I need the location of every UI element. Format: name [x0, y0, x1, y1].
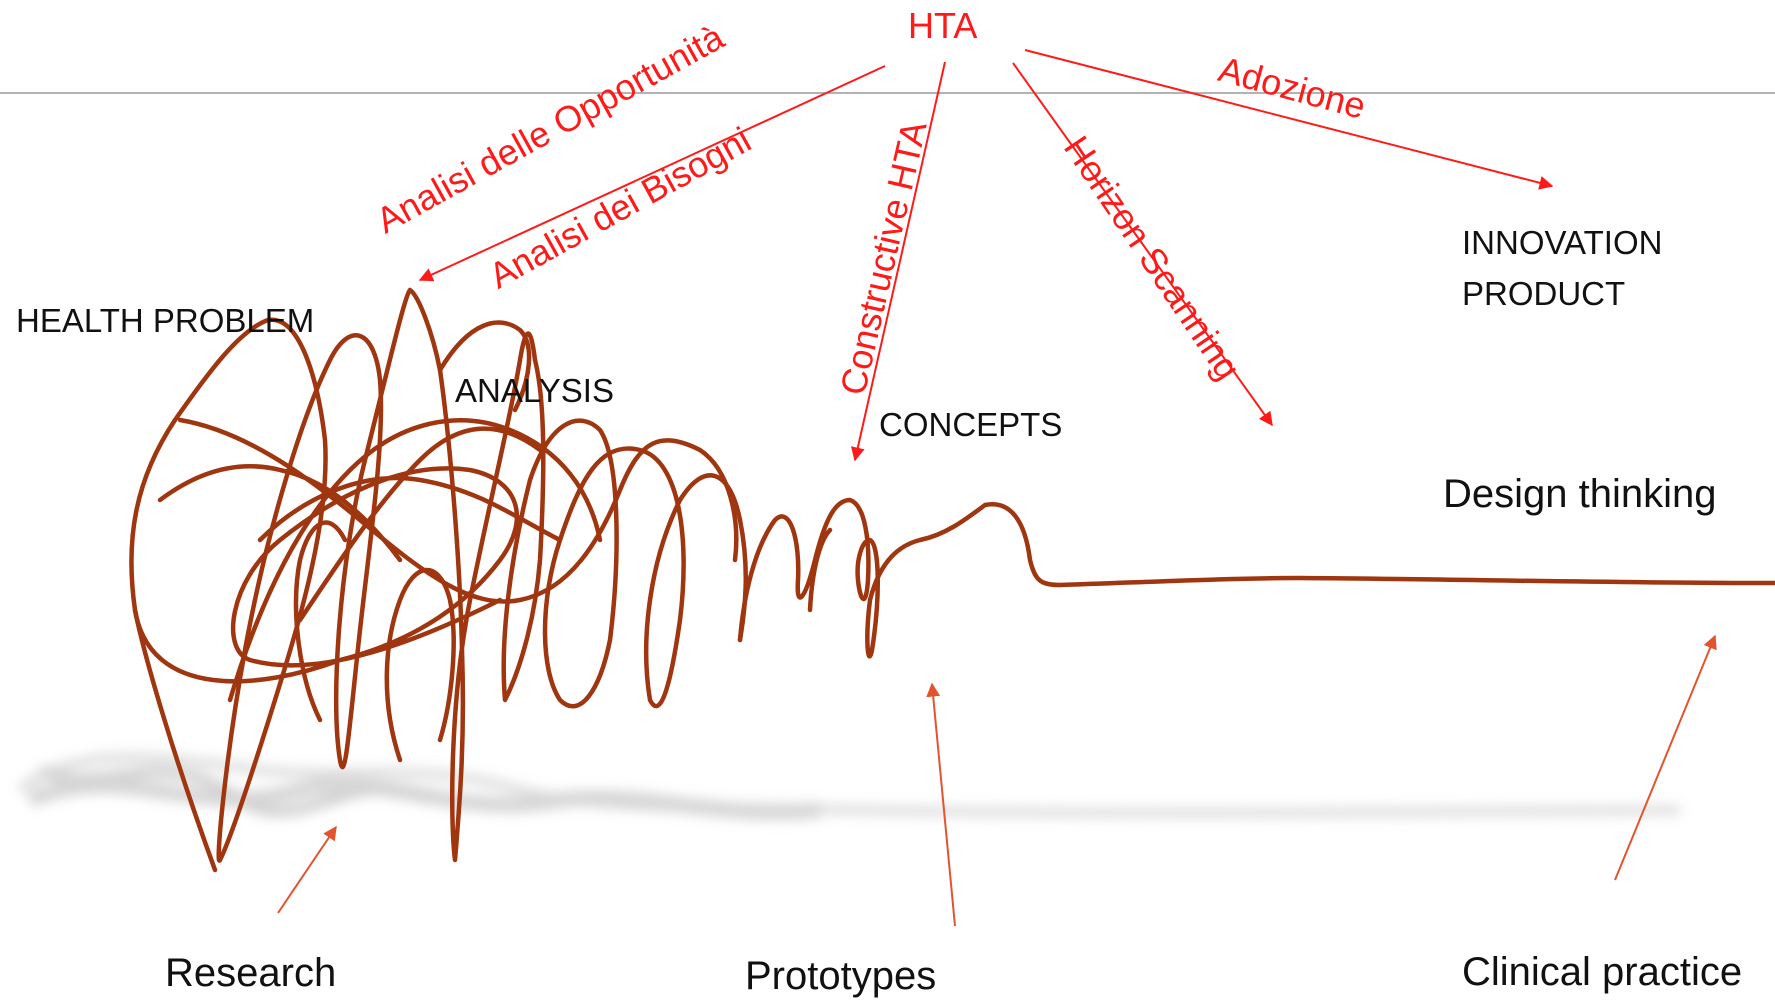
- arrow-prototypes: [926, 682, 956, 927]
- label-innovation-product-line1: INNOVATION: [1462, 224, 1663, 261]
- phase-arrows: [277, 634, 1717, 927]
- label-innovation-product-line2: PRODUCT: [1462, 275, 1626, 312]
- arrow-constructive: [850, 61, 946, 462]
- label-concepts: CONCEPTS: [879, 406, 1063, 443]
- label-analysis: ANALYSIS: [455, 372, 614, 409]
- arrow-needs: [418, 65, 886, 282]
- label-prototypes: Prototypes: [745, 954, 937, 998]
- arrow-horizon: [1012, 62, 1273, 427]
- arrow-clinical: [1614, 634, 1717, 881]
- arrow-research: [277, 825, 337, 914]
- squiggle-reflection: [16, 752, 1681, 820]
- design-squiggle: [129, 287, 1775, 873]
- hta-arrows: [418, 49, 1554, 462]
- hta-title: HTA: [908, 5, 978, 46]
- arrow-adoption: [1024, 49, 1554, 190]
- label-health-problem: HEALTH PROBLEM: [16, 302, 315, 339]
- label-research: Research: [165, 951, 337, 995]
- label-clinical-practice: Clinical practice: [1462, 950, 1743, 994]
- label-design-thinking: Design thinking: [1443, 472, 1717, 516]
